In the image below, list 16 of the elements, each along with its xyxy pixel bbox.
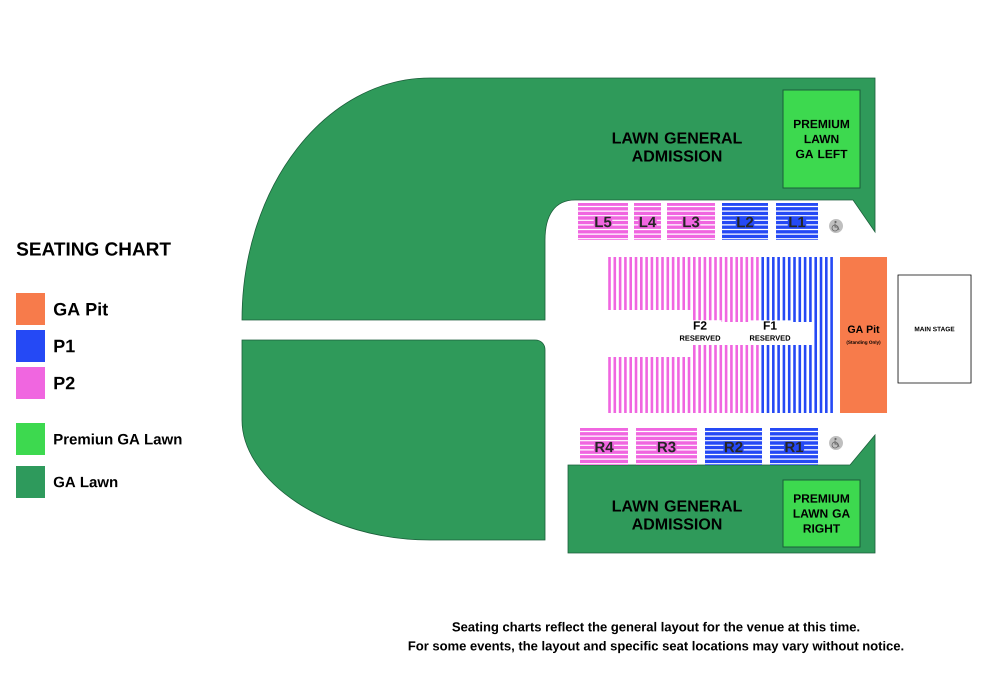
legend-title: SEATING CHART	[16, 242, 171, 256]
legend-label: GA Lawn	[54, 476, 118, 488]
note-text: For some events, the layout and specific seat locations may vary without notice.	[408, 640, 904, 654]
seating-section: L1	[776, 203, 818, 240]
seating-section: L2	[722, 203, 768, 240]
seating-section: L4	[634, 203, 661, 240]
seating-section: L5	[578, 203, 628, 240]
premium-lawn-box: PREMIUM LAWN GA RIGHT	[782, 480, 861, 548]
node-label: LAWN GENERAL ADMISSION	[612, 500, 742, 530]
legend-label: Premiun GA Lawn	[54, 434, 182, 444]
legend-label: P1	[54, 340, 75, 352]
premium-lawn-box: PREMIUM LAWN GA LEFT	[782, 90, 861, 188]
seating-section: L3	[667, 203, 716, 240]
legend-label: GA Pit	[54, 302, 108, 316]
legend-label: P2	[54, 376, 74, 390]
note-text: Seating charts reflect the general layout for the venue at this time.	[452, 622, 860, 634]
